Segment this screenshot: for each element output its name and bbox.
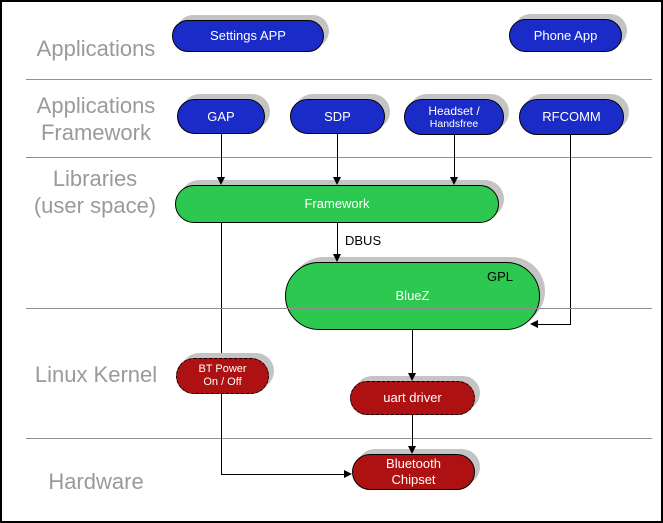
node-headset-handsfree: Headset / Handsfree (404, 99, 504, 135)
arrow-framework-to-chipset-vertical (221, 223, 222, 475)
layer-label-hardware: Hardware (20, 468, 172, 495)
gpl-license-label: GPL (486, 269, 513, 284)
node-bt-power: BT Power On / Off (176, 358, 269, 394)
node-gap: GAP (177, 99, 265, 134)
separator-applications (26, 79, 652, 80)
node-settings-app: Settings APP (172, 20, 324, 52)
arrow-headset-to-framework (454, 135, 455, 178)
arrowhead-sdp-to-framework (333, 177, 341, 185)
node-rfcomm: RFCOMM (519, 99, 624, 135)
node-uart-driver: uart driver (350, 381, 475, 415)
layer-label-applications-framework: Applications Framework (20, 92, 172, 146)
layer-label-text: Hardware (48, 469, 144, 494)
layer-label-text: Applications (36, 36, 156, 61)
layer-label-applications: Applications (20, 35, 172, 62)
node-label: BlueZ (395, 288, 430, 304)
node-label: GAP (207, 108, 235, 124)
node-phone-app: Phone App (509, 19, 622, 52)
arrow-sdp-to-framework (337, 134, 338, 178)
node-bluez: GPL BlueZ (285, 262, 540, 330)
separator-libraries (26, 308, 652, 309)
arrow-rfcomm-to-bluez-vertical (570, 135, 571, 325)
layer-label-text: Framework (40, 120, 151, 145)
arrowhead-framework-to-chipset (344, 470, 352, 478)
node-label: Phone App (533, 27, 598, 43)
arrow-framework-to-chipset-horizontal (221, 474, 345, 475)
arrowhead-uart-to-chipset (408, 446, 416, 454)
arrow-bluez-to-uart (412, 330, 413, 374)
arrow-gap-to-framework (221, 134, 222, 178)
node-sublabel: Handsfree (429, 117, 479, 130)
node-sdp: SDP (290, 99, 385, 134)
arrowhead-headset-to-framework (450, 177, 458, 185)
arrow-uart-to-chipset (412, 415, 413, 447)
node-label: RFCOMM (542, 109, 601, 125)
layer-label-text: Libraries (52, 166, 138, 191)
node-bluetooth-chipset: Bluetooth Chipset (352, 454, 475, 490)
dbus-edge-label: DBUS (345, 233, 382, 248)
node-label: uart driver (383, 390, 442, 406)
node-label: BT Power (198, 362, 247, 375)
layer-label-text: Applications (36, 93, 156, 118)
node-label: Settings APP (210, 28, 286, 44)
node-label: Bluetooth (386, 456, 441, 472)
node-label: Chipset (391, 472, 436, 487)
arrow-framework-to-bluez (337, 223, 338, 255)
node-label: Headset / (428, 103, 480, 118)
arrowhead-framework-to-bluez (333, 254, 341, 262)
layer-label-text: (user space) (33, 193, 157, 218)
separator-linux-kernel (26, 438, 652, 439)
layer-label-libraries: Libraries (user space) (14, 165, 176, 219)
node-framework: Framework (175, 185, 499, 223)
arrowhead-rfcomm-to-bluez (530, 320, 538, 328)
arrow-rfcomm-to-bluez-horizontal (538, 324, 571, 325)
separator-applications-framework (26, 157, 652, 158)
arrowhead-gap-to-framework (217, 177, 225, 185)
node-label: Framework (304, 196, 370, 212)
layer-label-linux-kernel: Linux Kernel (20, 361, 172, 388)
layer-label-text: Linux Kernel (34, 362, 158, 387)
node-label: SDP (324, 108, 351, 124)
node-sublabel: On / Off (203, 376, 242, 388)
arrowhead-bluez-to-uart (408, 373, 416, 381)
